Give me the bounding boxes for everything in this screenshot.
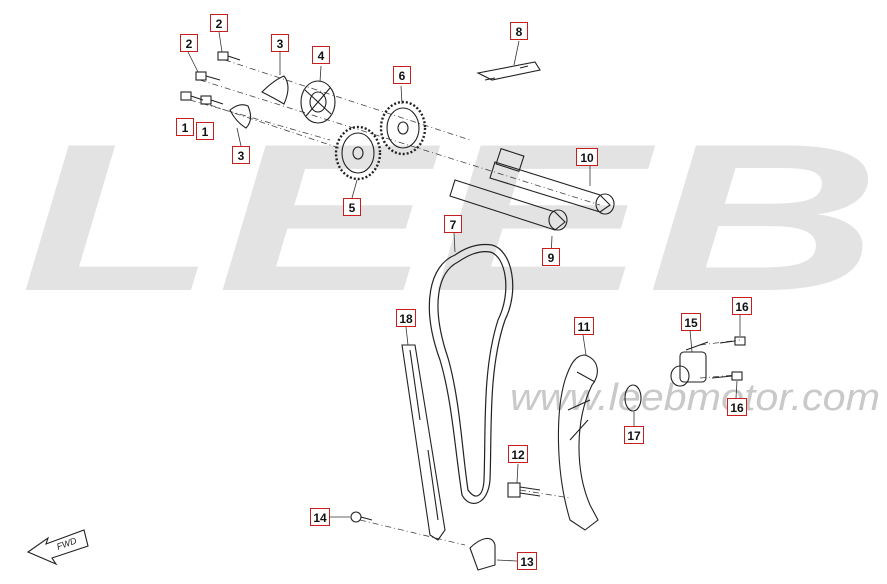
callout-15[interactable]: 15 <box>681 313 701 331</box>
chain-tensioner-15 <box>670 341 709 387</box>
plate-13 <box>469 537 496 571</box>
callout-1b[interactable]: 1 <box>196 122 214 140</box>
callout-4[interactable]: 4 <box>312 46 330 64</box>
callout-10[interactable]: 10 <box>576 148 598 166</box>
callout-5[interactable]: 5 <box>343 198 361 216</box>
watermark-url: www.leebmotor.com <box>510 377 880 419</box>
callout-16b[interactable]: 16 <box>727 398 747 416</box>
callout-7[interactable]: 7 <box>444 215 462 233</box>
callout-17[interactable]: 17 <box>624 426 644 444</box>
camshaft-10 <box>489 147 615 215</box>
forward-arrow-icon <box>26 529 89 566</box>
callout-1a[interactable]: 1 <box>176 118 194 136</box>
callout-2a[interactable]: 2 <box>180 34 198 52</box>
o-ring-17 <box>624 384 642 412</box>
callout-13[interactable]: 13 <box>517 552 537 570</box>
callout-3b[interactable]: 3 <box>232 146 250 164</box>
plate-3b <box>229 104 252 129</box>
forward-label: FWD <box>55 535 78 552</box>
bolt-2a <box>195 71 221 81</box>
callout-8[interactable]: 8 <box>510 22 528 40</box>
sprocket-6 <box>379 100 427 156</box>
bolt-1b <box>200 95 224 105</box>
callout-11[interactable]: 11 <box>574 317 594 335</box>
timing-chain-7 <box>428 243 514 505</box>
chain-guide-18 <box>401 344 446 541</box>
callout-9[interactable]: 9 <box>542 248 560 266</box>
camshaft-9 <box>449 179 568 231</box>
callout-12[interactable]: 12 <box>508 445 528 463</box>
bracket-8 <box>476 61 541 81</box>
pivot-bolt-12 <box>507 482 541 498</box>
callout-2b[interactable]: 2 <box>210 14 228 32</box>
bolt-1a <box>180 91 204 101</box>
callout-18[interactable]: 18 <box>396 309 416 327</box>
tensioner-arm-11 <box>557 354 599 531</box>
bolt-2b <box>217 51 241 61</box>
sprocket-5 <box>334 125 382 181</box>
leader-lines <box>187 31 741 562</box>
assembly-axes <box>189 59 741 546</box>
callout-6[interactable]: 6 <box>393 66 411 84</box>
plate-3a <box>261 75 289 105</box>
callout-3a[interactable]: 3 <box>271 34 289 52</box>
timing-wheel-4 <box>300 80 336 124</box>
callout-16a[interactable]: 16 <box>732 297 752 315</box>
bolt-16a <box>719 336 746 346</box>
callout-14[interactable]: 14 <box>310 508 330 526</box>
bolt-14 <box>350 511 373 523</box>
tensioner-arm-ribs <box>567 371 596 441</box>
bolt-16b <box>711 371 743 381</box>
